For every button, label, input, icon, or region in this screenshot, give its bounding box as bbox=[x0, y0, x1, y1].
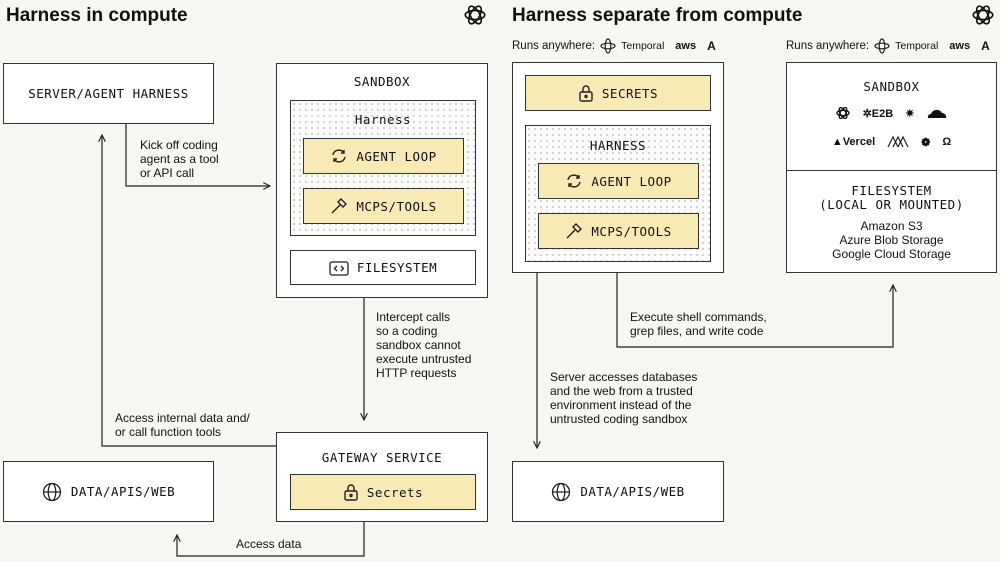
note-execute: Execute shell commands,grep files, and w… bbox=[630, 310, 767, 338]
cloudflare-icon bbox=[928, 109, 947, 118]
right-secrets-pill: SECRETS bbox=[525, 75, 711, 111]
gateway-service-title: GATEWAY SERVICE bbox=[321, 450, 443, 465]
runs-anywhere-right: Runs anywhere: Temporal aws A bbox=[786, 38, 990, 54]
globe-icon bbox=[42, 482, 61, 501]
aws-icon: aws bbox=[675, 40, 697, 52]
vercel-logo: ▲Vercel bbox=[831, 136, 876, 148]
left-data-apis-web-label: DATA/APIS/WEB bbox=[70, 484, 176, 499]
daytona-icon: ✷ bbox=[905, 107, 915, 120]
gateway-secrets-label: Secrets bbox=[366, 484, 424, 500]
right-harness-container: HARNESS AGENT LOOP MCPS/TOOLS bbox=[525, 125, 711, 262]
left-sandbox-title: SANDBOX bbox=[353, 74, 411, 89]
left-filesystem-box: FILESYSTEM bbox=[290, 250, 476, 285]
right-data-apis-web-box: DATA/APIS/WEB bbox=[512, 461, 724, 522]
anthropic-icon: A bbox=[707, 39, 716, 53]
left-agent-loop-pill: AGENT LOOP bbox=[303, 138, 464, 174]
sandbox-providers-row1: ✲E2B ✷ bbox=[787, 105, 996, 121]
omega-icon: Ω bbox=[942, 136, 952, 148]
temporal-icon bbox=[600, 38, 616, 54]
hammer-icon bbox=[566, 223, 583, 239]
left-title: Harness in compute bbox=[6, 5, 188, 26]
e2b-logo: ✲E2B bbox=[862, 107, 894, 120]
arrow-access-internal bbox=[102, 135, 276, 447]
globe-icon bbox=[552, 482, 571, 501]
left-mcps-tools-label: MCPS/TOOLS bbox=[356, 198, 437, 214]
left-filesystem-label: FILESYSTEM bbox=[356, 260, 438, 275]
left-data-apis-web-box: DATA/APIS/WEB bbox=[3, 461, 214, 522]
storage-azure-blob: Azure Blob Storage bbox=[839, 233, 944, 247]
note-access-internal: Access internal data and/or call functio… bbox=[115, 411, 250, 439]
right-harness-title: HARNESS bbox=[589, 138, 647, 153]
left-harness-container: Harness AGENT LOOP MCPS/TOOLS bbox=[290, 100, 476, 236]
openai-icon bbox=[972, 5, 994, 25]
server-agent-harness-label: SERVER/AGENT HARNESS bbox=[28, 86, 189, 101]
lock-icon bbox=[579, 85, 593, 102]
right-filesystem-title: FILESYSTEM bbox=[851, 183, 932, 198]
server-agent-harness-box: SERVER/AGENT HARNESS bbox=[3, 63, 214, 124]
openai-icon bbox=[464, 5, 486, 25]
sandbox-divider bbox=[787, 170, 996, 171]
right-filesystem-subtitle: (LOCAL OR MOUNTED) bbox=[819, 197, 964, 212]
note-access-data: Access data bbox=[236, 537, 302, 551]
right-sandbox-box: SANDBOX ✲E2B ✷ ▲Vercel ❁ Ω FILESYSTEM (L… bbox=[786, 62, 997, 273]
left-sandbox-box: SANDBOX Harness AGENT LOOP MCPS/TOOLS FI… bbox=[276, 63, 488, 298]
modal-icon bbox=[887, 135, 909, 148]
right-mcps-tools-label: MCPS/TOOLS bbox=[591, 223, 672, 239]
left-harness-label: Harness bbox=[354, 112, 412, 127]
arrow-execute bbox=[616, 273, 893, 348]
left-mcps-tools-pill: MCPS/TOOLS bbox=[303, 188, 464, 224]
sandbox-providers-row2: ▲Vercel ❁ Ω bbox=[787, 135, 996, 149]
temporal-icon bbox=[874, 38, 890, 54]
gateway-secrets-pill: Secrets bbox=[290, 474, 476, 510]
runloop-icon: ❁ bbox=[921, 136, 931, 149]
arrow-kickoff bbox=[125, 124, 270, 186]
right-mcps-tools-pill: MCPS/TOOLS bbox=[538, 213, 699, 249]
openai-icon bbox=[835, 106, 850, 120]
right-agent-loop-label: AGENT LOOP bbox=[591, 173, 672, 189]
anthropic-icon: A bbox=[981, 39, 990, 53]
storage-google-cloud: Google Cloud Storage bbox=[832, 247, 951, 261]
right-orchestrator-box: SECRETS HARNESS AGENT LOOP MCPS/TOOLS bbox=[512, 62, 724, 273]
aws-icon: aws bbox=[949, 40, 971, 52]
refresh-icon bbox=[567, 174, 582, 188]
hammer-icon bbox=[331, 198, 348, 214]
runs-anywhere-left: Runs anywhere: Temporal aws A bbox=[512, 38, 716, 54]
right-secrets-label: SECRETS bbox=[601, 85, 659, 101]
right-agent-loop-pill: AGENT LOOP bbox=[538, 163, 699, 199]
left-agent-loop-label: AGENT LOOP bbox=[356, 148, 437, 164]
gateway-service-box: GATEWAY SERVICE Secrets bbox=[276, 432, 488, 522]
right-title: Harness separate from compute bbox=[512, 5, 803, 26]
storage-amazon-s3: Amazon S3 bbox=[860, 219, 923, 233]
refresh-icon bbox=[332, 149, 347, 163]
right-sandbox-title: SANDBOX bbox=[863, 79, 920, 94]
arrow-access-data bbox=[177, 522, 365, 557]
right-data-apis-web-label: DATA/APIS/WEB bbox=[580, 484, 685, 499]
code-folder-icon bbox=[329, 260, 349, 276]
lock-icon bbox=[344, 484, 358, 501]
